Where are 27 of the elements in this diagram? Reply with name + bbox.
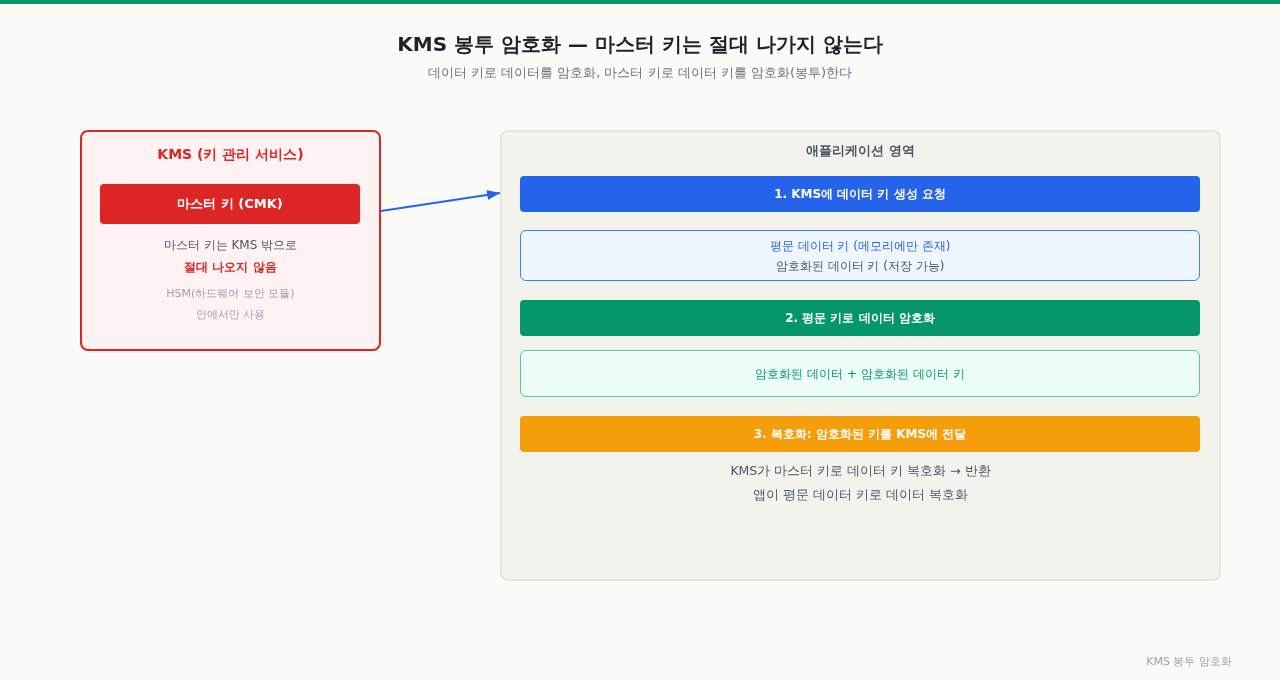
result-text: 암호화된 데이터 + 암호화된 데이터 키 bbox=[755, 365, 965, 382]
service-panel bbox=[80, 130, 381, 351]
panel-title: 애플리케이션 영역 bbox=[806, 142, 915, 160]
note-text: 안에서만 사용 bbox=[195, 308, 266, 322]
key-note: 암호화된 데이터 키 (저장 가능) bbox=[775, 258, 945, 274]
result-box bbox=[520, 350, 1200, 397]
footer-label: KMS 봉투 암호화 bbox=[1146, 654, 1232, 670]
step-note: 앱이 평문 데이터 키로 데이터 복호화 bbox=[753, 486, 968, 504]
warning-text: 절대 나오지 않음 bbox=[184, 259, 277, 275]
diagram-title: KMS 봉투 암호화 — 마스터 키는 절대 나가지 않는다 bbox=[397, 31, 883, 58]
key-box bbox=[100, 184, 360, 224]
arrow bbox=[380, 190, 501, 212]
step-bar bbox=[520, 416, 1200, 452]
key-note: 평문 데이터 키 (메모리에만 존재) bbox=[769, 238, 951, 254]
info-box bbox=[520, 230, 1200, 281]
diagram-subtitle: 데이터 키로 데이터를 암호화, 마스터 키로 데이터 키를 암호화(봉투)한다 bbox=[427, 64, 853, 82]
note-text: 마스터 키는 KMS 밖으로 bbox=[163, 237, 298, 253]
box-label: 마스터 키 (CMK) bbox=[177, 195, 283, 213]
panel-title: KMS (키 관리 서비스) bbox=[157, 145, 304, 164]
region-panel bbox=[500, 130, 1221, 581]
step-note: KMS가 마스터 키로 데이터 키 복호화 → 반환 bbox=[730, 462, 991, 480]
step-label: 1. KMS에 데이터 키 생성 요청 bbox=[774, 186, 946, 202]
step-label: 3. 복호화: 암호화된 키를 KMS에 전달 bbox=[753, 426, 967, 442]
step-bar bbox=[520, 300, 1200, 336]
step-label: 2. 평문 키로 데이터 암호화 bbox=[785, 310, 935, 326]
step-bar bbox=[520, 176, 1200, 212]
note-text: HSM(하드웨어 보안 모듈) bbox=[166, 287, 295, 301]
